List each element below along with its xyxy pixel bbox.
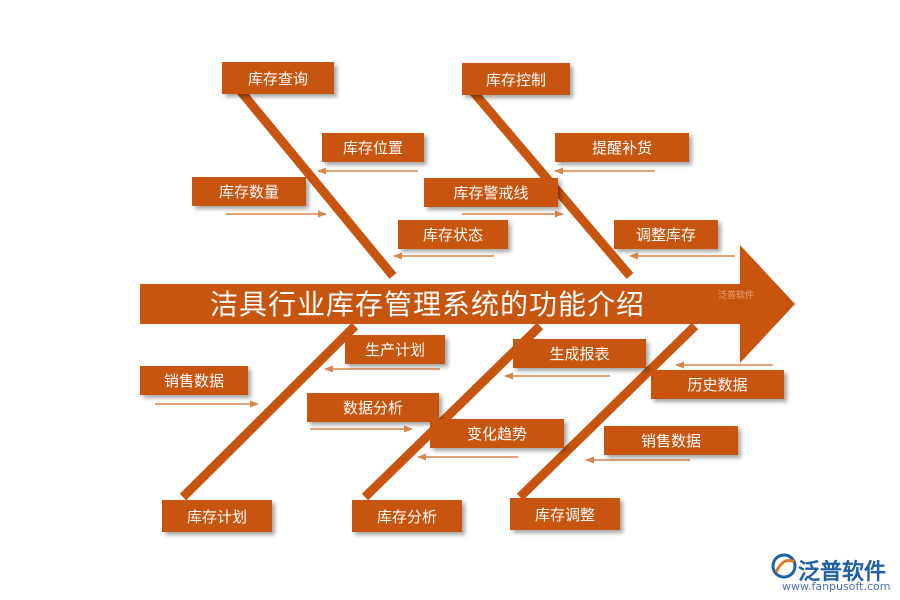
bone-inventory-plan: [179, 322, 359, 501]
cause-warning-line: 库存警戒线: [424, 178, 558, 207]
cause-adjust-inventory: 调整库存: [614, 220, 718, 249]
cause-location: 库存位置: [322, 133, 424, 162]
cause-trend: 变化趋势: [430, 419, 564, 448]
cause-sales-data-2: 销售数据: [604, 426, 738, 455]
category-inventory-query: 库存查询: [222, 62, 334, 94]
cause-history-data: 历史数据: [651, 370, 784, 399]
bone-inventory-query: [234, 85, 397, 279]
fanpu-logo-icon: [771, 553, 797, 579]
category-inventory-analysis: 库存分析: [352, 500, 462, 532]
diagram-title: 洁具行业库存管理系统的功能介绍: [210, 288, 646, 321]
cause-sales-data: 销售数据: [140, 366, 248, 395]
cause-data-analysis: 数据分析: [307, 393, 439, 422]
cause-production-plan: 生产计划: [345, 335, 445, 364]
cause-replenish-reminder: 提醒补货: [555, 133, 689, 162]
cause-status: 库存状态: [398, 220, 508, 249]
logo-url: www.fanpusoft.com: [782, 580, 891, 593]
bone-inventory-analysis: [361, 322, 544, 501]
cause-generate-report: 生成报表: [513, 339, 646, 368]
bone-inventory-adjust: [516, 322, 699, 501]
category-inventory-plan: 库存计划: [162, 500, 272, 532]
watermark-text: 泛普软件: [718, 291, 755, 301]
category-inventory-adjust: 库存调整: [510, 498, 620, 530]
cause-quantity: 库存数量: [192, 177, 306, 206]
logo-name: 泛普软件: [798, 560, 887, 585]
main-spine-arrow: [140, 245, 795, 363]
category-inventory-control: 库存控制: [462, 63, 570, 95]
